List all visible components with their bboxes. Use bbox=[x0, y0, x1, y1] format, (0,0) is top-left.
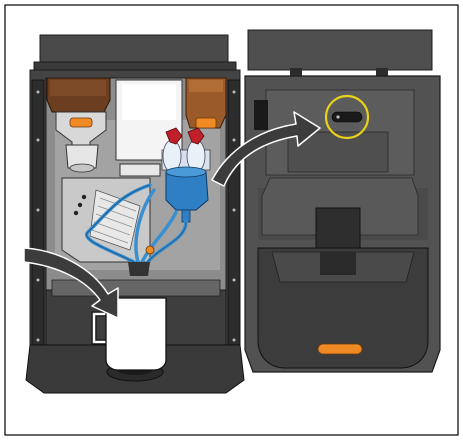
powder-container bbox=[186, 78, 226, 128]
machine-door bbox=[245, 30, 440, 372]
door-hinge-slot bbox=[254, 100, 268, 130]
tube-valve bbox=[146, 246, 154, 254]
machine-body bbox=[26, 35, 244, 393]
bean-container bbox=[47, 78, 110, 112]
door-latch bbox=[316, 208, 360, 252]
mixing-tray bbox=[120, 164, 160, 176]
door-handle bbox=[318, 344, 362, 354]
left-rail bbox=[32, 80, 44, 365]
right-rail bbox=[228, 80, 240, 365]
nozzle bbox=[128, 262, 150, 276]
